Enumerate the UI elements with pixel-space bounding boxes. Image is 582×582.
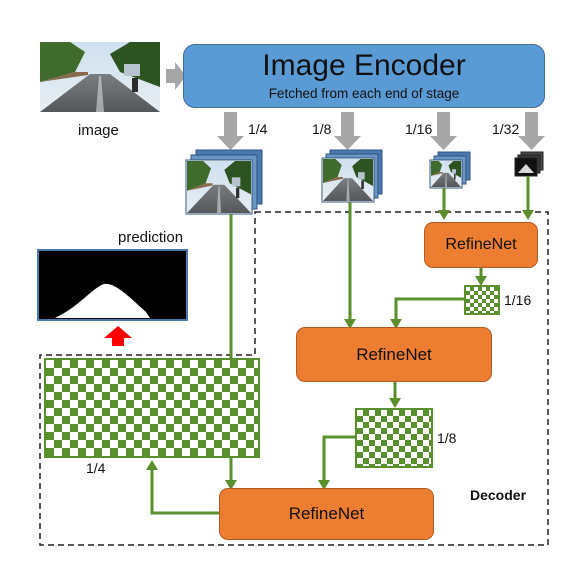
arrow-scale-1-8 bbox=[334, 112, 361, 150]
input-image bbox=[40, 42, 160, 112]
arrow-scale-1-16 bbox=[430, 112, 457, 150]
prediction-image bbox=[37, 249, 188, 321]
feature-map-1-16 bbox=[429, 151, 471, 189]
scale-label-1-4: 1/4 bbox=[248, 121, 268, 137]
refinenet-top: RefineNet bbox=[424, 222, 538, 268]
scale-label-1-16: 1/16 bbox=[405, 121, 433, 137]
prediction-label: prediction bbox=[118, 229, 184, 246]
arrow-scale-1-32 bbox=[518, 112, 545, 150]
feature-map-1-8 bbox=[321, 149, 383, 203]
intermediate-map-1-16 bbox=[464, 285, 500, 315]
refinenet-bottom-to-final bbox=[150, 468, 219, 515]
input-image-label: image bbox=[78, 122, 119, 139]
intermediate-map-1-8 bbox=[355, 408, 433, 468]
encoder-title: Image Encoder bbox=[262, 49, 466, 82]
refinenet-middle-label: RefineNet bbox=[356, 344, 432, 364]
image-encoder-box: Image Encoder Fetched from each end of s… bbox=[183, 44, 545, 108]
intermediate-scale-1-16: 1/16 bbox=[504, 292, 532, 308]
refinenet-bottom-label: RefineNet bbox=[288, 504, 365, 523]
decoder-region-border bbox=[39, 211, 549, 546]
refinenet-middle: RefineNet bbox=[296, 327, 492, 382]
input-to-encoder-arrow bbox=[166, 62, 186, 90]
final-output-map-1-4 bbox=[44, 358, 260, 458]
refinenet-bottom: RefineNet bbox=[219, 488, 434, 540]
refinenet-top-label: RefineNet bbox=[445, 236, 517, 253]
output-1-8-to-refinenet-bottom bbox=[322, 435, 355, 484]
output-1-16-to-refinenet-middle bbox=[394, 297, 464, 323]
arrow-scale-1-4 bbox=[217, 112, 244, 150]
decoder-flow-arrowheads bbox=[146, 210, 534, 490]
encoder-output-arrows bbox=[217, 112, 545, 150]
scale-label-1-8: 1/8 bbox=[312, 121, 332, 137]
prediction-output-arrow bbox=[104, 326, 132, 346]
feature-map-1-4 bbox=[185, 149, 263, 215]
final-scale-1-4: 1/4 bbox=[86, 460, 106, 476]
decoder-label: Decoder bbox=[470, 487, 527, 503]
scale-label-1-32: 1/32 bbox=[492, 121, 520, 137]
intermediate-scale-1-8: 1/8 bbox=[437, 430, 457, 446]
feature-map-1-32 bbox=[514, 151, 544, 177]
encoder-subtitle: Fetched from each end of stage bbox=[268, 86, 460, 101]
